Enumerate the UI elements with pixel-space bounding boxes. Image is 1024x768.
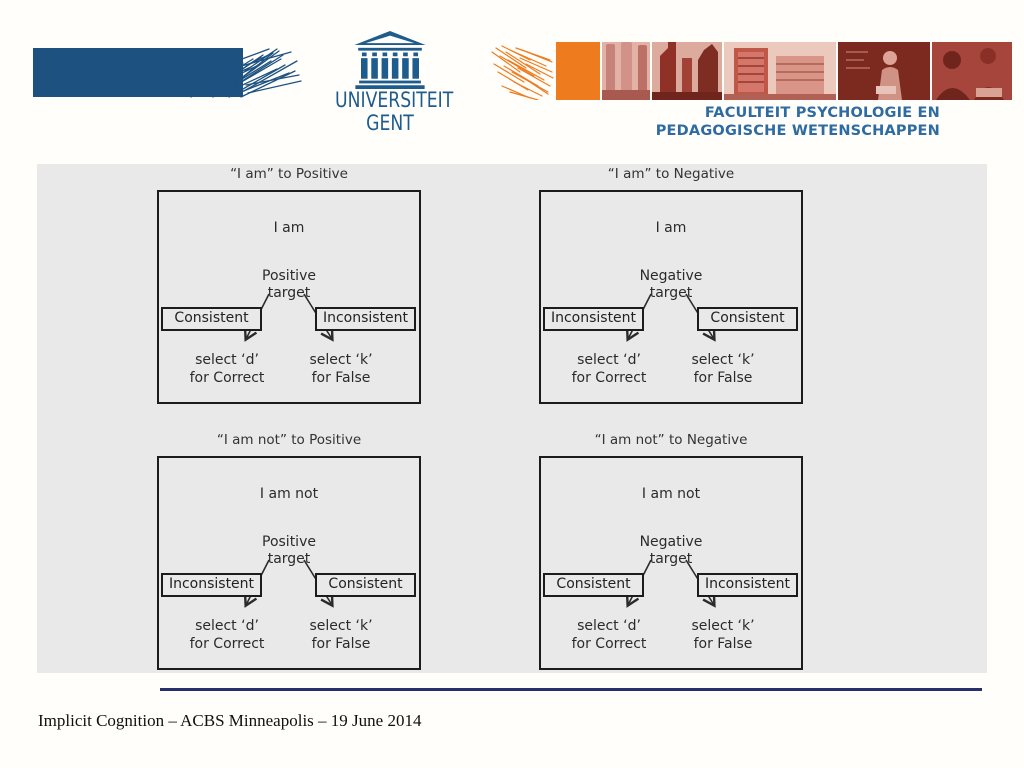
banner-photo-students [932,42,1012,100]
faculty-line-2: PEDAGOGISCHE WETENSCHAPPEN [655,123,940,139]
left-key-line-2: for Correct [571,369,647,386]
left-key-instruction: select ‘d’ for Correct [549,352,669,387]
right-key-line-1: select ‘k’ [309,352,373,368]
right-key-line-2: for False [693,369,753,386]
left-response-option: Consistent [161,307,262,331]
footer-divider [160,688,982,691]
ugent-logo: UNIVERSITEIT GENT [323,31,457,135]
right-response-option: Inconsistent [315,307,416,331]
ugent-temple-icon [354,31,426,89]
left-key-line-1: select ‘d’ [195,352,259,368]
left-key-line-1: select ‘d’ [195,618,259,634]
left-response-option: Consistent [543,573,644,597]
diagram-canvas: “I am” to Positive I am Positive target … [37,164,987,673]
target-stimulus: Positive target [159,534,419,568]
orange-brush-strokes [491,45,554,100]
left-key-line-2: for Correct [571,635,647,652]
left-key-line-2: for Correct [189,635,265,652]
target-stimulus: Negative target [541,534,801,568]
left-key-line-1: select ‘d’ [577,618,641,634]
right-key-line-2: for False [693,635,753,652]
right-key-line-1: select ‘k’ [691,618,755,634]
right-key-line-1: select ‘k’ [309,618,373,634]
left-key-line-2: for Correct [189,369,265,386]
trial-box: I am not Positive target Inconsistent Co… [157,456,421,670]
footer-credit: Implicit Cognition – ACBS Minneapolis – … [38,711,422,730]
target-line-1: Negative [639,534,703,550]
left-key-instruction: select ‘d’ for Correct [167,352,287,387]
panel-title: “I am not” to Negative [594,432,748,448]
right-response-option: Consistent [315,573,416,597]
target-line-2: target [649,551,693,567]
right-response-option: Consistent [697,307,798,331]
trial-panel: “I am not” to Negative I am not Negative… [539,432,803,670]
logo-text-universiteit: UNIVERSITEIT [335,88,454,112]
trial-panel: “I am not” to Positive I am not Positive… [157,432,421,670]
banner-photo-columns [602,42,650,100]
sample-stimulus: I am [273,220,305,236]
brand-brush-bar [33,48,302,98]
target-line-2: target [267,551,311,567]
trial-box: I am Positive target Consistent Inconsis… [157,190,421,404]
faculty-name: FACULTEIT PSYCHOLOGIE EN PEDAGOGISCHE WE… [656,104,940,140]
trial-box: I am Negative target Inconsistent Consis… [539,190,803,404]
right-response-option: Inconsistent [697,573,798,597]
logo-text-gent: GENT [366,111,414,135]
target-stimulus: Negative target [541,268,801,302]
right-key-line-2: for False [311,635,371,652]
target-line-2: target [267,285,311,301]
right-key-line-2: for False [311,369,371,386]
banner-orange-block [556,42,600,100]
target-line-1: Negative [639,268,703,284]
faculty-line-1: FACULTEIT PSYCHOLOGIE EN [704,105,940,121]
faculty-photo-banner [490,42,1012,100]
banner-photo-cathedral [652,42,722,100]
left-key-instruction: select ‘d’ for Correct [167,618,287,653]
banner-photo-buildings [724,42,836,100]
right-key-instruction: select ‘k’ for False [281,618,401,653]
left-response-option: Inconsistent [161,573,262,597]
sample-stimulus: I am not [259,486,319,502]
target-line-1: Positive [262,268,316,284]
panel-title: “I am” to Positive [230,166,348,182]
sample-stimulus: I am [655,220,687,236]
left-response-option: Inconsistent [543,307,644,331]
banner-photo-lecture [838,42,930,100]
target-line-2: target [649,285,693,301]
right-key-instruction: select ‘k’ for False [281,352,401,387]
right-key-instruction: select ‘k’ for False [663,618,783,653]
left-key-instruction: select ‘d’ for Correct [549,618,669,653]
sample-stimulus: I am not [641,486,701,502]
target-line-1: Positive [262,534,316,550]
right-key-instruction: select ‘k’ for False [663,352,783,387]
trial-box: I am not Negative target Consistent Inco… [539,456,803,670]
trial-panel: “I am” to Negative I am Negative target … [539,166,803,404]
panel-title: “I am” to Negative [607,166,735,182]
panel-title: “I am not” to Positive [216,432,362,448]
target-stimulus: Positive target [159,268,419,302]
right-key-line-1: select ‘k’ [691,352,755,368]
left-key-line-1: select ‘d’ [577,352,641,368]
trial-panel: “I am” to Positive I am Positive target … [157,166,421,404]
